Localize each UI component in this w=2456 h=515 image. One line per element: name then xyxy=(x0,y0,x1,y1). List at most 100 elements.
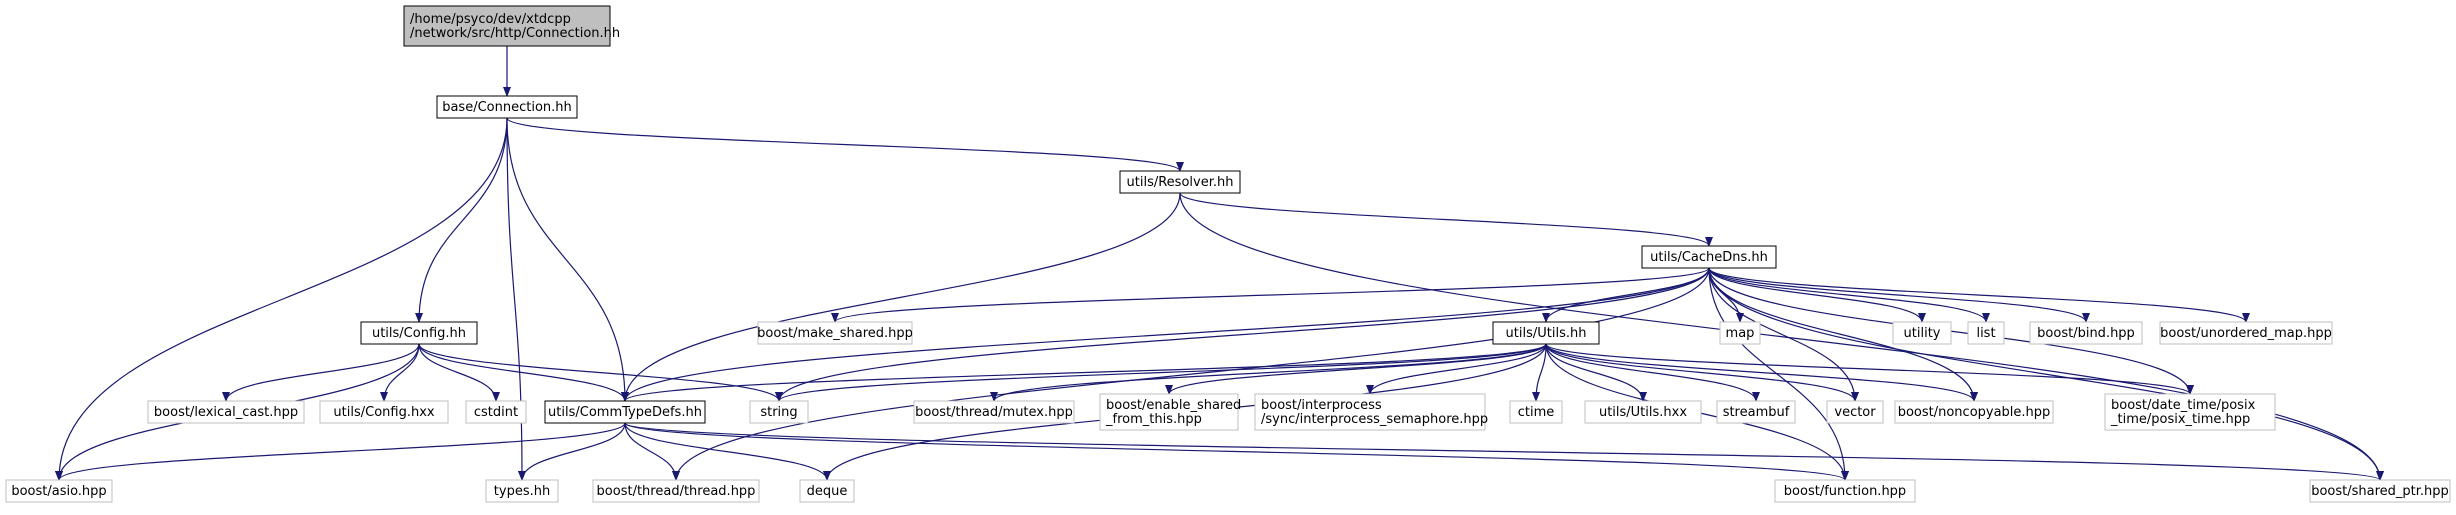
node-utils_config_hxx: utils/Config.hxx xyxy=(319,400,449,424)
node-box xyxy=(799,479,855,503)
node-box xyxy=(465,400,527,424)
node-label: utils/CacheDns.hh xyxy=(1650,250,1768,265)
edge-utils_commtypedefs-to-types_hh xyxy=(518,422,626,481)
node-label: boost/thread/thread.hpp xyxy=(597,484,756,499)
node-box xyxy=(1716,400,1796,424)
node-label: utils/Config.hh xyxy=(372,326,466,341)
node-boost_thread_thread: boost/thread/thread.hpp xyxy=(592,479,760,503)
node-box xyxy=(1774,479,1916,503)
edge-utils_cachedns-to-boost_thread_thread xyxy=(672,267,1710,481)
node-label: boost/date_time/posix xyxy=(2111,398,2256,413)
edge-utils_cachedns-to-boost_noncopyable xyxy=(1708,267,1978,402)
edge-utils_cachedns-to-utils_commtypedefs xyxy=(621,267,1710,402)
node-box xyxy=(592,479,760,503)
node-label: string xyxy=(760,405,797,420)
node-boost_bind: boost/bind.hpp xyxy=(2029,321,2143,345)
node-box xyxy=(1892,321,1952,345)
edge-utils_cachedns-to-utility xyxy=(1708,267,1926,323)
node-label: /sync/interprocess_semaphore.hpp xyxy=(1261,412,1488,427)
node-box xyxy=(1967,321,2005,345)
edge-utils_utils-to-string xyxy=(775,343,1547,402)
node-box xyxy=(2309,479,2451,503)
node-boost_interprocess: boost/interprocess/sync/interprocess_sem… xyxy=(1254,393,1488,431)
node-box xyxy=(1826,400,1884,424)
node-label: boost/function.hpp xyxy=(1784,484,1906,499)
edge-utils_resolver-to-utils_cachedns xyxy=(1179,192,1713,247)
node-utils_resolver[interactable]: utils/Resolver.hh xyxy=(1119,170,1241,194)
node-box xyxy=(1894,400,2054,424)
node-label: boost/interprocess xyxy=(1261,398,1382,413)
node-label: boost/asio.hpp xyxy=(11,484,106,499)
node-label: boost/lexical_cast.hpp xyxy=(154,405,298,420)
edge-utils_resolver-to-boost_shared_ptr xyxy=(1179,192,2384,481)
node-label: boost/enable_shared xyxy=(1106,398,1241,413)
node-box xyxy=(1509,400,1563,424)
node-boost_shared_ptr: boost/shared_ptr.hpp xyxy=(2309,479,2451,503)
node-label: boost/make_shared.hpp xyxy=(757,326,913,341)
node-base_connection[interactable]: base/Connection.hh xyxy=(436,95,578,119)
node-label: utility xyxy=(1904,326,1941,341)
edge-utils_cachedns-to-list xyxy=(1708,267,1990,323)
node-cstdint: cstdint xyxy=(465,400,527,424)
edge-utils_cachedns-to-boost_make_shared xyxy=(831,267,1710,323)
node-label: cstdint xyxy=(474,405,518,420)
edge-utils_config-to-cstdint xyxy=(418,343,500,402)
node-label: streambuf xyxy=(1723,405,1790,420)
edge-utils_commtypedefs-to-boost_asio xyxy=(55,422,626,481)
node-box xyxy=(319,400,449,424)
node-box xyxy=(1584,400,1702,424)
node-box xyxy=(757,321,913,345)
node-root[interactable]: /home/psyco/dev/xtdcpp/network/src/http/… xyxy=(403,5,620,47)
edge-utils_utils-to-boost_enable_shared xyxy=(1165,343,1547,395)
node-utils_utils[interactable]: utils/Utils.hh xyxy=(1492,321,1600,345)
node-utils_config[interactable]: utils/Config.hh xyxy=(360,321,478,345)
node-ctime: ctime xyxy=(1509,400,1563,424)
node-utils_commtypedefs[interactable]: utils/CommTypeDefs.hh xyxy=(544,400,706,424)
edge-base_connection-to-utils_commtypedefs xyxy=(506,117,629,402)
node-list: list xyxy=(1967,321,2005,345)
edge-base_connection-to-utils_config xyxy=(415,117,508,323)
node-box xyxy=(749,400,809,424)
node-streambuf: streambuf xyxy=(1716,400,1796,424)
edge-base_connection-to-boost_asio xyxy=(55,117,508,481)
node-map: map xyxy=(1719,321,1761,345)
node-label: list xyxy=(1976,326,1995,341)
edge-utils_config-to-boost_lexical_cast xyxy=(222,343,420,402)
node-label: deque xyxy=(807,484,848,499)
node-label: boost/unordered_map.hpp xyxy=(2160,326,2332,341)
edge-utils_utils-to-streambuf xyxy=(1545,343,1760,402)
edge-utils_cachedns-to-string xyxy=(775,267,1710,402)
node-box xyxy=(2159,321,2333,345)
edge-utils_commtypedefs-to-deque xyxy=(624,422,831,481)
edge-utils_cachedns-to-utils_utils xyxy=(1542,267,1710,323)
edge-utils_commtypedefs-to-boost_shared_ptr xyxy=(624,422,2384,481)
node-boost_noncopyable: boost/noncopyable.hpp xyxy=(1894,400,2054,424)
node-label: utils/Resolver.hh xyxy=(1127,175,1234,190)
node-box xyxy=(485,479,559,503)
node-box xyxy=(913,400,1075,424)
edge-utils_utils-to-utils_utils_hxx xyxy=(1545,343,1647,402)
node-label: boost/shared_ptr.hpp xyxy=(2311,484,2449,499)
node-label: base/Connection.hh xyxy=(442,100,572,115)
node-label: ctime xyxy=(1518,405,1555,420)
node-types_hh: types.hh xyxy=(485,479,559,503)
node-box xyxy=(544,400,706,424)
edge-utils_config-to-string xyxy=(418,343,783,402)
node-box xyxy=(1119,170,1241,194)
node-utils_cachedns[interactable]: utils/CacheDns.hh xyxy=(1641,245,1777,269)
edge-utils_resolver-to-utils_commtypedefs xyxy=(621,192,1181,402)
edge-base_connection-to-utils_resolver xyxy=(506,117,1184,172)
node-label: utils/Config.hxx xyxy=(333,405,434,420)
node-label: map xyxy=(1726,326,1755,341)
node-box xyxy=(436,95,578,119)
node-box xyxy=(5,479,113,503)
edge-utils_utils-to-vector xyxy=(1545,343,1859,402)
edge-utils_utils-to-boost_interprocess xyxy=(1366,343,1547,395)
edge-utils_commtypedefs-to-boost_function xyxy=(624,422,1849,481)
node-boost_function: boost/function.hpp xyxy=(1774,479,1916,503)
edge-utils_config-to-utils_config_hxx xyxy=(380,343,420,402)
node-box xyxy=(1254,393,1486,431)
node-box xyxy=(1099,393,1239,431)
node-boost_thread_mutex: boost/thread/mutex.hpp xyxy=(913,400,1075,424)
